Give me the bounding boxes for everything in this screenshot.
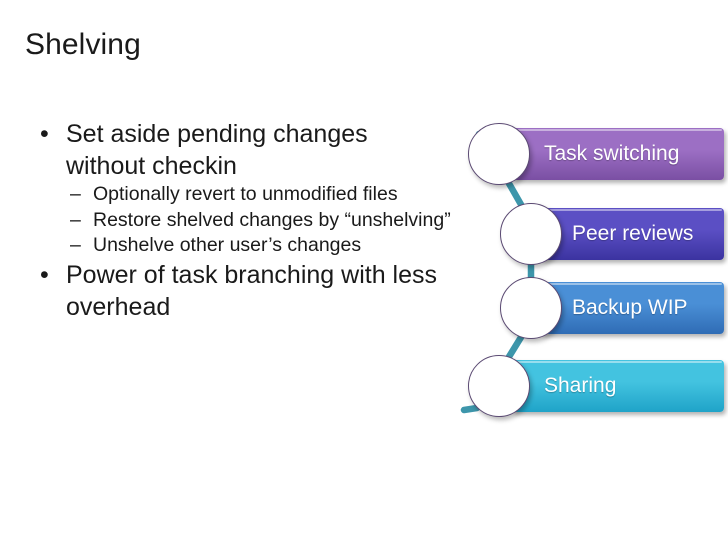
sub-bullet-item-1: – Optionally revert to unmodified files — [27, 182, 452, 208]
bullet-marker: • — [40, 260, 49, 289]
sub-bullet-list-1: – Optionally revert to unmodified files … — [27, 182, 452, 259]
sub-bullet-text: Optionally revert to unmodified files — [93, 183, 398, 205]
node-bar-backup-wip[interactable] — [540, 282, 724, 334]
smartart-graphic: Task switching Peer reviews Backup WIP S… — [448, 110, 728, 430]
node-label-task-switching: Task switching — [544, 142, 680, 165]
node-circle-1[interactable] — [468, 123, 530, 185]
page-title: Shelving — [25, 28, 141, 61]
bullet-text: Set aside pending changes without checki… — [66, 120, 368, 180]
node-bar-task-switching[interactable] — [512, 128, 724, 180]
node-label-sharing: Sharing — [544, 374, 617, 397]
bullet-item-1: • Set aside pending changes without chec… — [27, 118, 452, 182]
node-circle-4[interactable] — [468, 355, 530, 417]
sub-bullet-marker: – — [70, 208, 81, 231]
bullet-item-2: • Power of task branching with less over… — [27, 259, 452, 323]
bullet-text: Power of task branching with less overhe… — [66, 260, 438, 321]
sub-bullet-marker: – — [70, 183, 81, 205]
node-circle-3[interactable] — [500, 277, 562, 339]
node-circle-2[interactable] — [500, 203, 562, 265]
sub-bullet-text: Unshelve other user’s changes — [93, 234, 362, 256]
sub-bullet-text: Restore shelved changes by “unshelving” — [93, 208, 451, 231]
sub-bullet-item-3: – Unshelve other user’s changes — [27, 233, 452, 259]
bullet-marker: • — [40, 120, 49, 148]
node-bar-peer-reviews[interactable] — [540, 208, 724, 260]
node-label-peer-reviews: Peer reviews — [572, 222, 694, 245]
node-label-backup-wip: Backup WIP — [572, 296, 688, 319]
sub-bullet-marker: – — [70, 234, 81, 256]
sub-bullet-item-2: – Restore shelved changes by “unshelving… — [27, 208, 452, 234]
bullet-list: • Set aside pending changes without chec… — [27, 118, 452, 323]
node-bar-sharing[interactable] — [512, 360, 724, 412]
